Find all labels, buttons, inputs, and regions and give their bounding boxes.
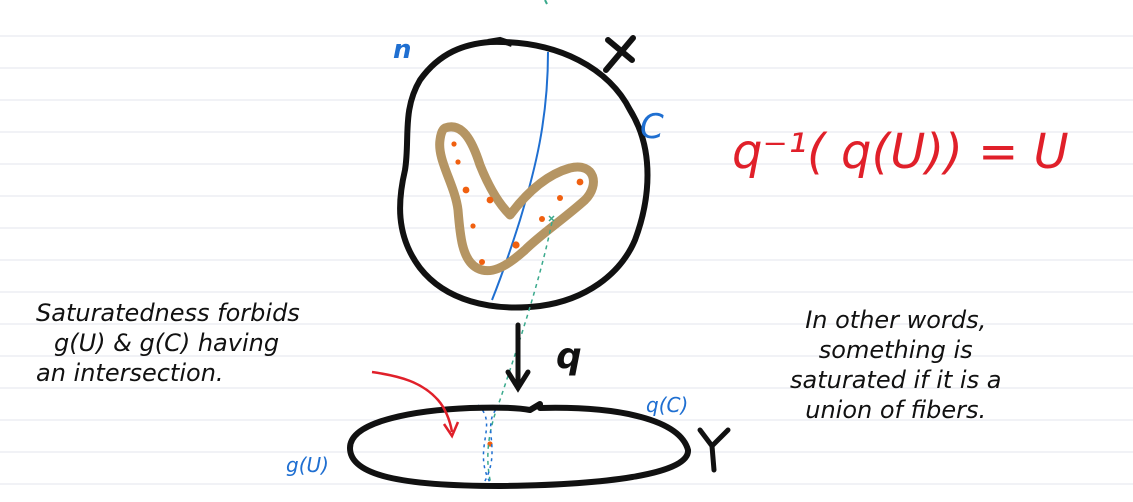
fiber-curve-c — [491, 51, 549, 301]
point — [539, 216, 545, 222]
y-label-mark — [697, 427, 731, 473]
note-line: union of fibers. — [805, 396, 987, 424]
label-gu: g(U) — [286, 453, 329, 477]
point — [486, 196, 494, 204]
point — [451, 141, 457, 147]
space-x-outline — [397, 38, 651, 311]
note-line: saturated if it is a — [790, 366, 1002, 394]
note-line: g(U) & g(C) having — [54, 329, 280, 357]
label-gc: q(C) — [646, 393, 688, 417]
point — [557, 195, 563, 201]
red-arrow-head — [442, 421, 460, 439]
label-c: C — [640, 107, 664, 147]
point — [455, 159, 461, 165]
space-x-bump — [487, 36, 513, 47]
orange-points — [451, 141, 584, 447]
label-map-q: q — [556, 336, 582, 377]
equation: q⁻¹( q(U)) = U — [732, 124, 1069, 180]
top-tick-mark — [544, 0, 548, 5]
note-other-words: In other words, something is saturated i… — [790, 305, 1001, 425]
note-line: an intersection. — [36, 359, 224, 387]
point — [576, 178, 584, 186]
point — [462, 186, 470, 194]
x-label-mark — [603, 35, 636, 73]
note-saturatedness: Saturatedness forbids g(U) & g(C) having… — [36, 298, 300, 388]
point — [512, 241, 520, 249]
cross-mark — [548, 215, 555, 222]
note-line: something is — [818, 336, 973, 364]
dashed-fiber-twist-2 — [481, 404, 501, 487]
point — [479, 259, 485, 265]
note-line: Saturatedness forbids — [36, 299, 300, 327]
dashed-fiber-line — [487, 221, 553, 489]
space-y-outline — [347, 401, 691, 489]
point — [470, 223, 476, 229]
red-pointer-arrow — [371, 370, 454, 433]
set-u-outline — [435, 122, 598, 276]
ruled-lines — [0, 35, 1133, 485]
note-line: In other words, — [805, 306, 987, 334]
label-u-mark: n — [393, 35, 412, 65]
map-arrow — [505, 322, 531, 393]
dashed-fiber-twist-1 — [477, 404, 493, 487]
